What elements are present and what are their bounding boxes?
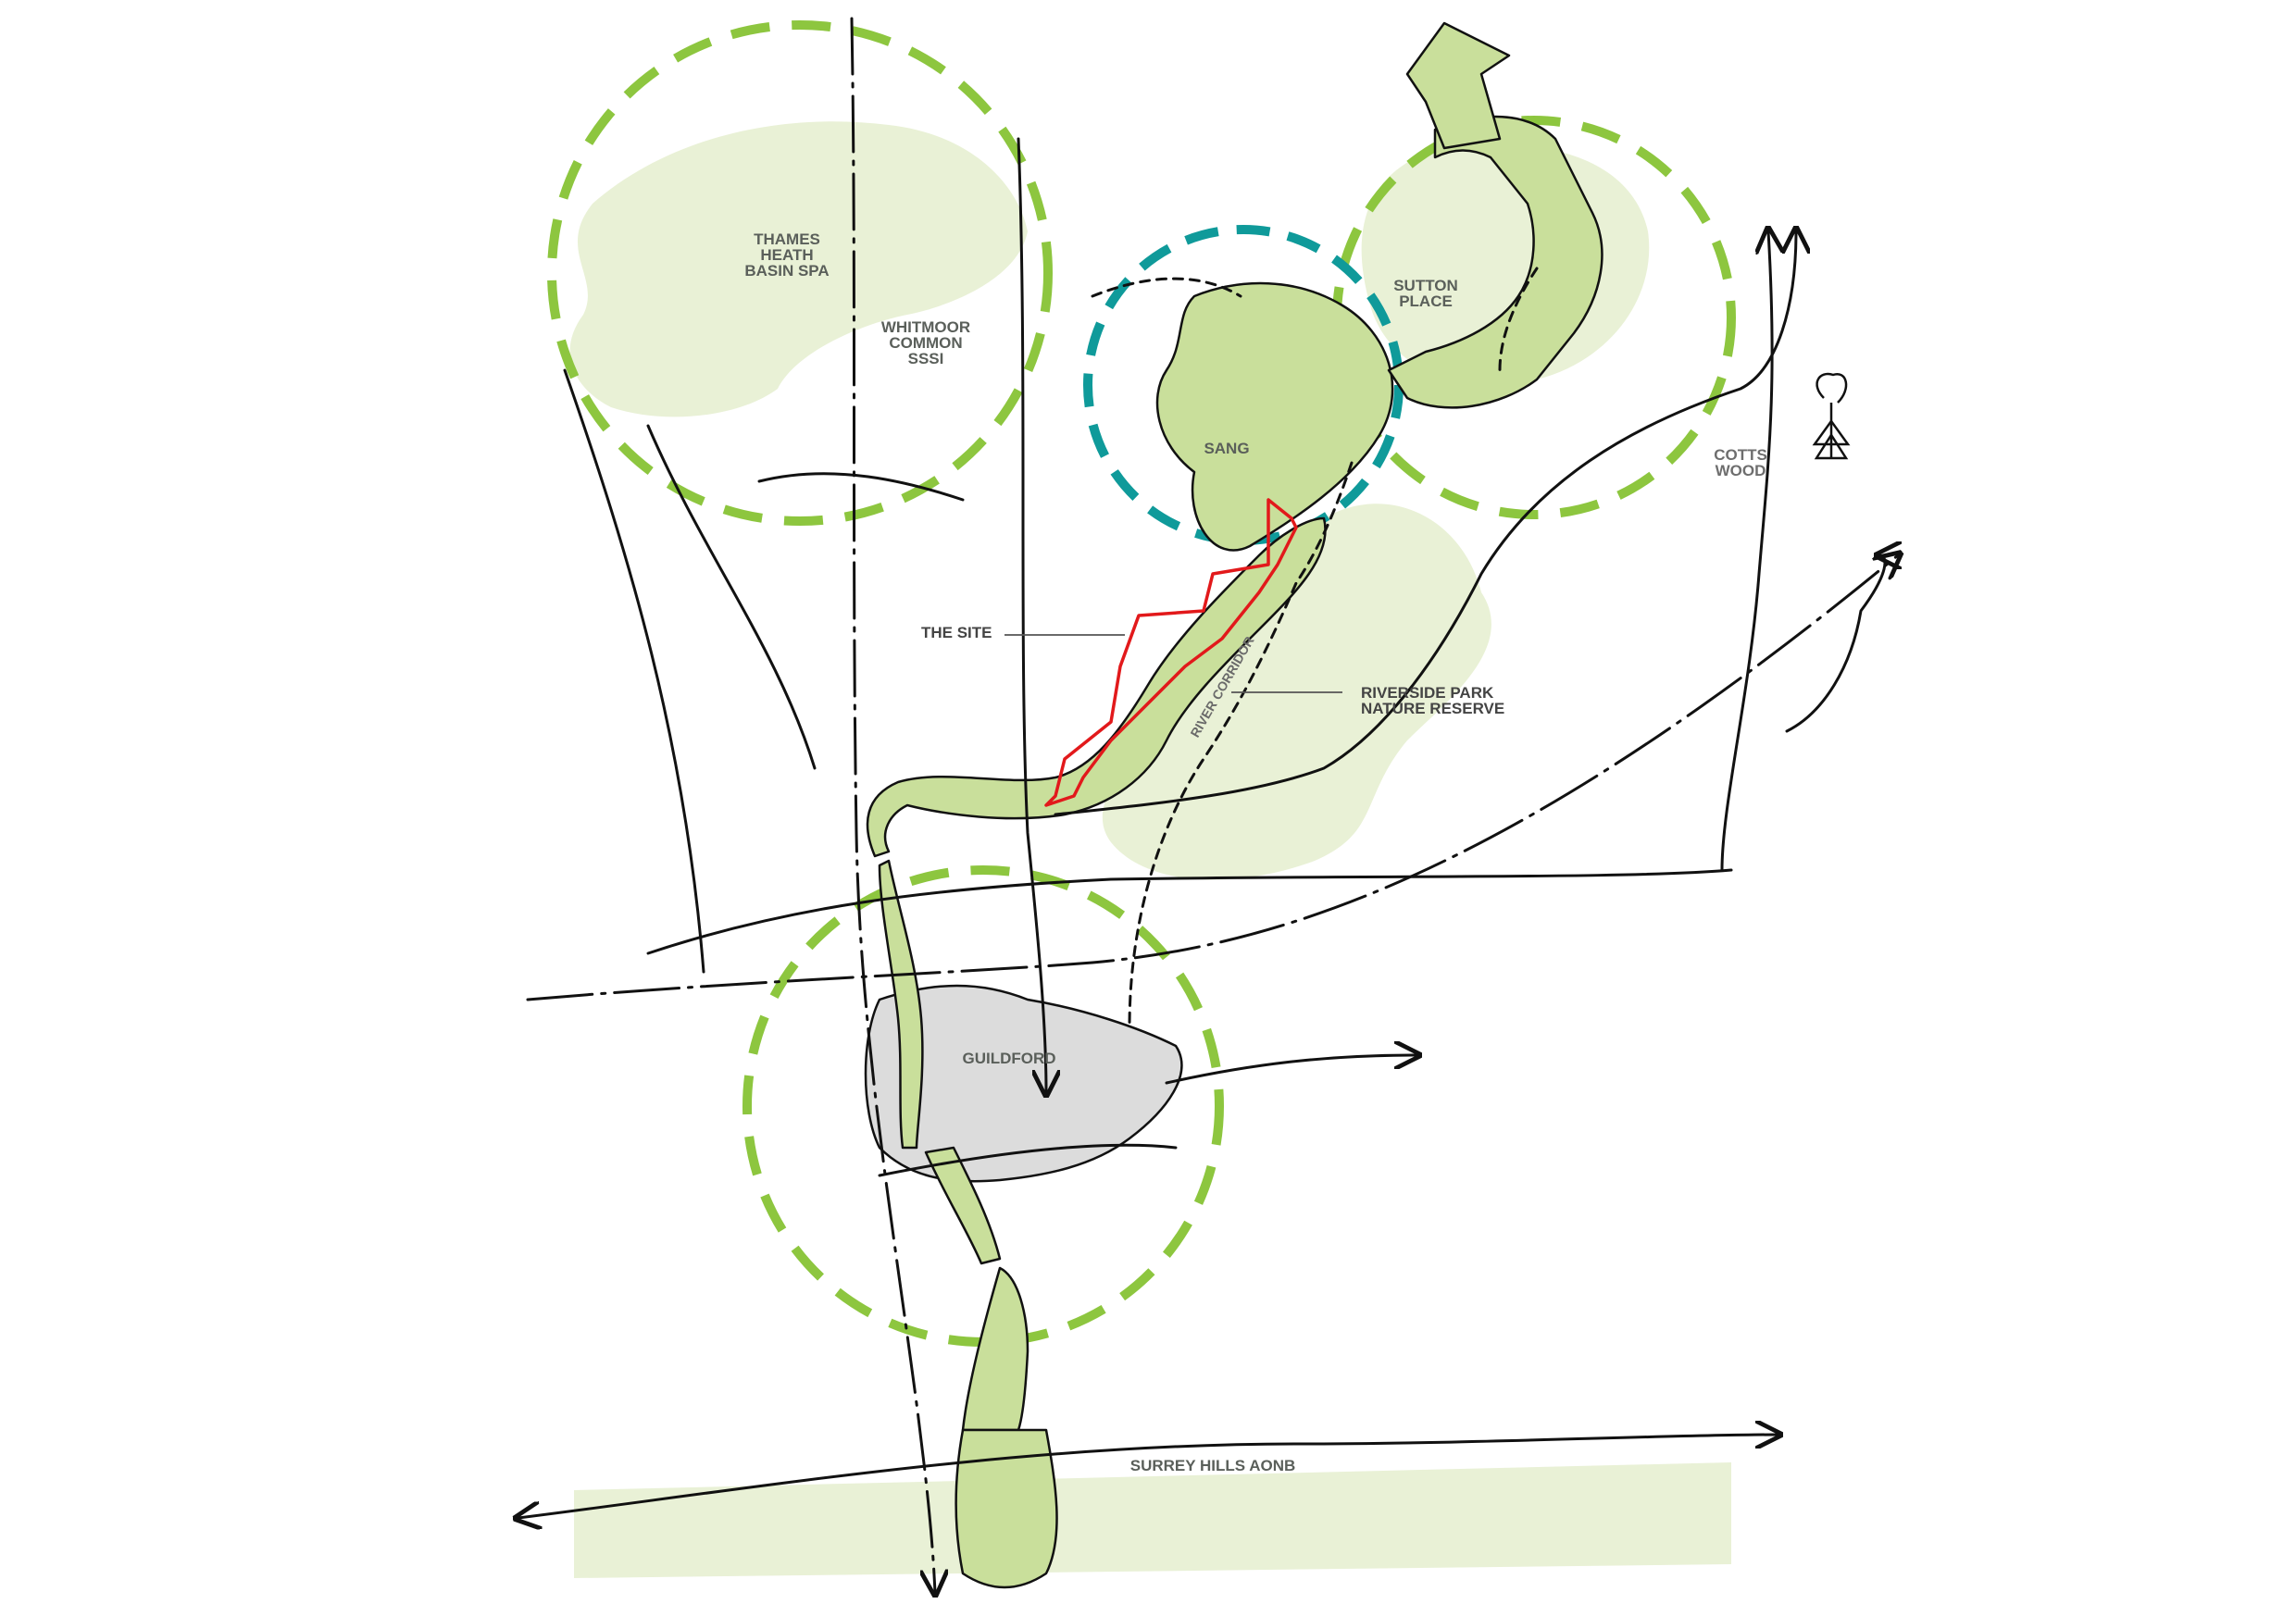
guildford-label: GUILDFORD xyxy=(962,1050,1056,1067)
whitmoor-label: WHITMOOR COMMON SSSI xyxy=(880,318,971,367)
sang-label: SANG xyxy=(1204,440,1250,457)
south-tongue-bottom xyxy=(955,1428,1058,1589)
the-site-label: THE SITE xyxy=(921,624,992,641)
sutton-arrow xyxy=(1405,21,1511,150)
thames-heath-circle xyxy=(547,20,1053,526)
roads xyxy=(518,17,1898,1592)
leader-lines xyxy=(1004,634,1342,693)
guildford-river-bottom xyxy=(924,1146,1002,1265)
thames-heath-label: THAMES HEATH BASIN SPA xyxy=(744,230,830,280)
tree-icon xyxy=(1812,372,1851,460)
thames-heath-zone xyxy=(569,121,1028,417)
sang-green xyxy=(1155,281,1394,552)
south-tongue-top xyxy=(961,1266,1029,1432)
cotts-wood-label: COTTS WOOD xyxy=(1714,446,1767,479)
site-boundary xyxy=(1044,498,1298,807)
surrey-hills-label: SURREY HILLS AONB xyxy=(1129,1457,1296,1474)
guildford-area xyxy=(864,984,1183,1183)
guildford-river-top xyxy=(878,859,924,1150)
river-corridor xyxy=(866,516,1327,858)
surrey-hills-zone xyxy=(574,1462,1731,1578)
riverside-park-label: RIVERSIDE PARK NATURE RESERVE xyxy=(1361,684,1505,717)
sutton-ring xyxy=(1387,115,1603,409)
sutton-place-label: SUTTON PLACE xyxy=(1393,277,1458,310)
